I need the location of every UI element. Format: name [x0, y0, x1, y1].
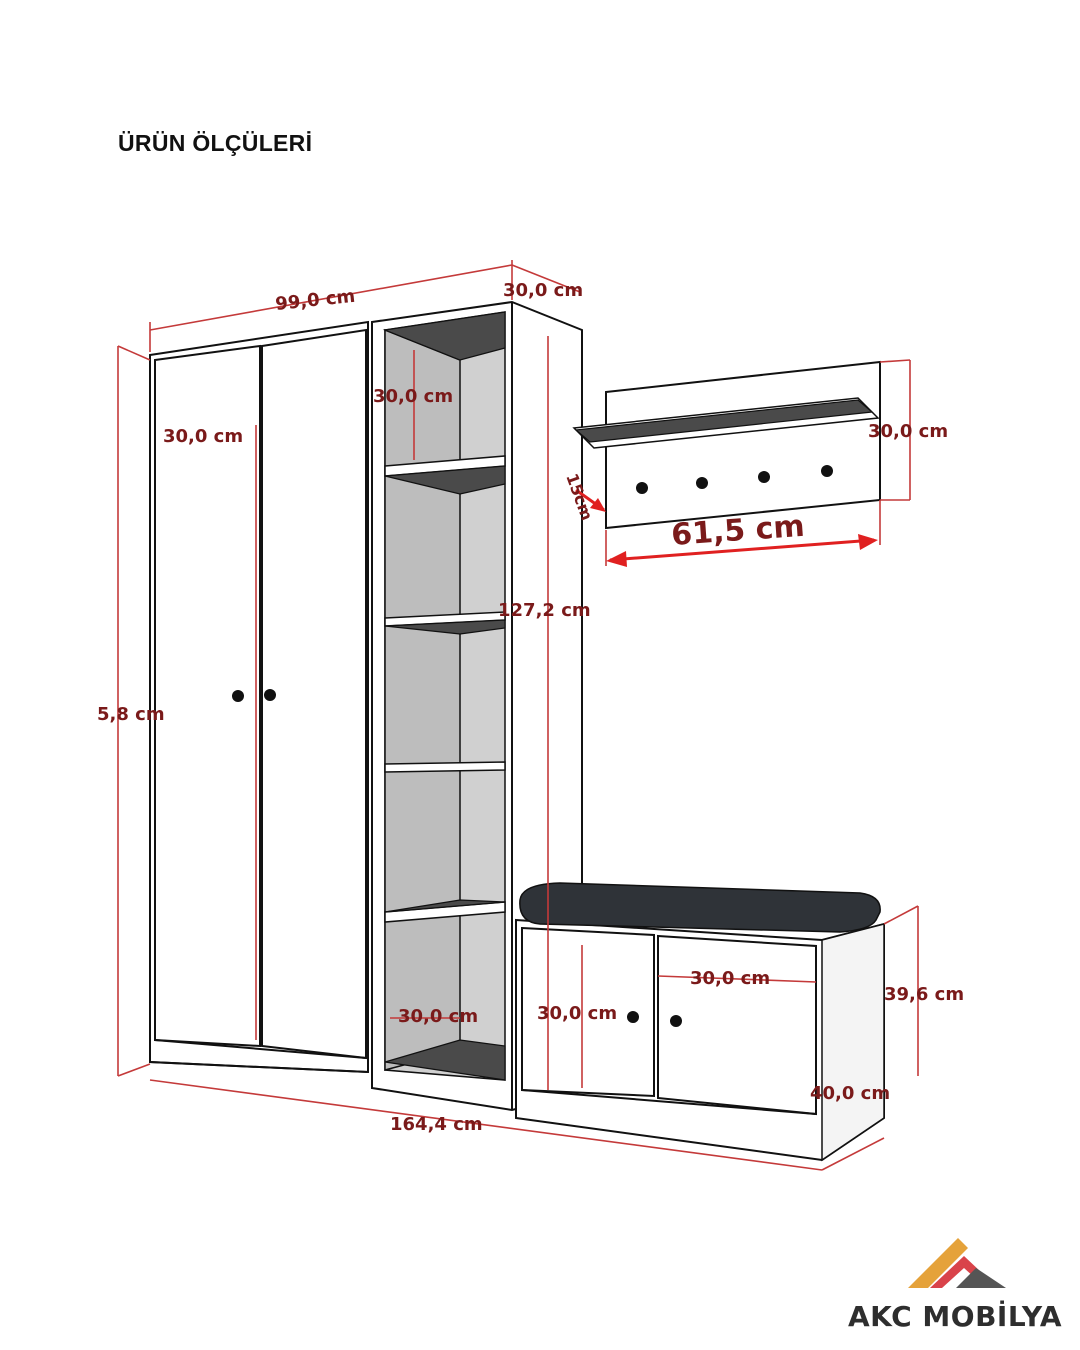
label-bench-depth: 40,0 cm [810, 1083, 890, 1104]
brand-logo-icon [908, 1238, 1006, 1288]
wardrobe [149, 320, 369, 1074]
dimension-labels: 99,0 cm 30,0 cm 30,0 cm 30,0 cm 5,8 cm 1… [97, 280, 964, 1135]
hook-3 [758, 471, 770, 483]
bench-cushion [519, 882, 881, 933]
bench-knob-right [670, 1015, 682, 1027]
dimension-lines [117, 260, 919, 1171]
bench [515, 882, 885, 1162]
label-bench-door-right: 30,0 cm [690, 968, 770, 989]
page-title: ÜRÜN ÖLÇÜLERİ [118, 130, 313, 156]
hook-2 [696, 477, 708, 489]
label-shelf-height: 30,0 cm [373, 386, 453, 407]
shelf-tower [371, 300, 583, 1112]
label-door-depth: 30,0 cm [163, 426, 243, 447]
hook-1 [636, 482, 648, 494]
door-knob-left [232, 690, 244, 702]
label-top-depth: 30,0 cm [503, 280, 583, 301]
label-total-width: 164,4 cm [390, 1114, 483, 1135]
hook-4 [821, 465, 833, 477]
label-bench-door-left: 30,0 cm [537, 1003, 617, 1024]
bench-knob-left [627, 1011, 639, 1023]
label-tower-height: 127,2 cm [498, 600, 591, 621]
label-hanger-height: 30,0 cm [868, 421, 948, 442]
tower-shelves [384, 455, 506, 1081]
label-shelf-bottom: 30,0 cm [398, 1006, 478, 1027]
wall-hanger [572, 360, 881, 530]
brand-name: AKC MOBİLYA [848, 1300, 1063, 1333]
label-wardrobe-width: 99,0 cm [274, 286, 356, 315]
label-bench-height: 39,6 cm [884, 984, 964, 1005]
label-total-height: 5,8 cm [97, 704, 165, 725]
door-knob-right [264, 689, 276, 701]
